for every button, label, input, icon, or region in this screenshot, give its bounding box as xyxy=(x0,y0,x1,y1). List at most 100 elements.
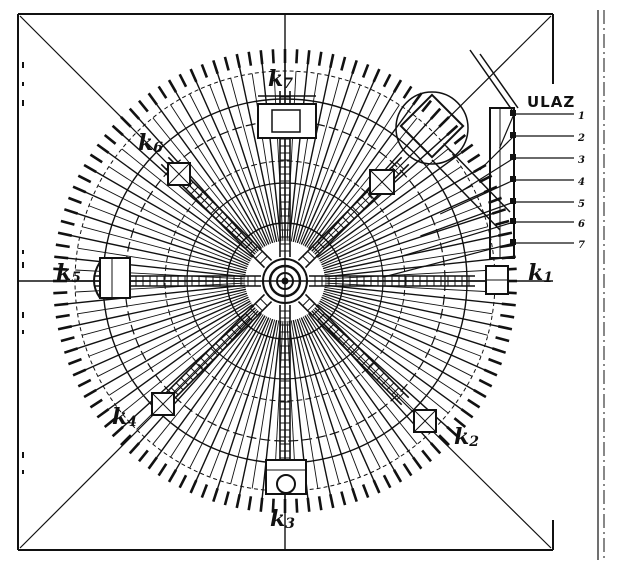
spoke-line xyxy=(67,209,248,270)
spoke-line xyxy=(307,96,420,250)
arm-rail xyxy=(297,300,403,406)
centre-hub xyxy=(262,258,308,304)
arm-tie xyxy=(322,236,330,244)
arm-tie xyxy=(332,328,340,336)
arm-rail xyxy=(304,293,410,399)
track-number: 7 xyxy=(578,240,585,251)
spoke-tick xyxy=(412,456,423,470)
track-block xyxy=(510,198,516,204)
spoke-tick xyxy=(429,107,442,120)
spoke-tick xyxy=(178,73,188,88)
spoke-tick xyxy=(382,474,392,489)
arm-tie xyxy=(356,201,365,210)
spoke-line xyxy=(58,284,246,306)
spoke-tick xyxy=(60,219,75,226)
track-block xyxy=(510,154,516,160)
spoke-line xyxy=(100,303,254,416)
arm-tie xyxy=(351,206,360,215)
entry-structure xyxy=(395,49,519,259)
track-diagonal xyxy=(499,113,515,149)
spoke-tick xyxy=(460,408,474,419)
spoke-line xyxy=(67,292,248,353)
spoke-tick xyxy=(96,408,110,419)
spoke-tick xyxy=(167,469,178,483)
spoke-tick xyxy=(329,493,335,509)
spoke-line xyxy=(213,318,274,499)
spoke-tick xyxy=(147,456,158,470)
spoke-tick xyxy=(271,498,275,513)
spoke-tick xyxy=(55,313,70,319)
arm-tie xyxy=(259,255,268,264)
spoke-tick xyxy=(189,479,198,494)
spoke-line xyxy=(321,296,494,375)
entry-track-numbers: 1 2 3 4 5 6 7 xyxy=(577,111,585,251)
arm-tie xyxy=(341,337,350,346)
spoke-tick xyxy=(103,417,117,429)
spoke-tick xyxy=(488,357,503,366)
arm-tie xyxy=(230,226,238,234)
spoke-line xyxy=(304,315,400,479)
spoke-tick xyxy=(329,53,335,69)
arm-tie xyxy=(220,337,229,346)
spoke-line xyxy=(323,288,509,330)
spoke-tick xyxy=(235,493,241,509)
spoke-tick xyxy=(392,469,403,483)
arm-tie xyxy=(235,231,243,239)
spoke-tick xyxy=(111,425,124,438)
spoke-tick xyxy=(491,347,507,354)
arm-tie xyxy=(254,250,263,259)
spoke-line xyxy=(150,312,263,466)
track-block xyxy=(510,239,516,245)
arm-tie xyxy=(190,186,199,195)
spoke-tick xyxy=(120,434,132,446)
kiln-box-k4 xyxy=(151,392,175,416)
spoke-line xyxy=(324,256,512,278)
spoke-tick xyxy=(67,196,82,205)
kiln-box-k8 xyxy=(369,169,395,195)
spoke-line xyxy=(324,284,512,306)
arm-tie xyxy=(396,161,405,170)
arm-tie xyxy=(205,201,214,210)
spoke-tick xyxy=(372,479,381,494)
arm-tie xyxy=(190,367,199,376)
spoke-tick xyxy=(83,163,97,174)
arm-tie xyxy=(302,298,311,307)
arm-tie xyxy=(259,298,268,307)
spoke-tick xyxy=(501,302,516,307)
spoke-tick xyxy=(103,133,117,145)
spoke-tick xyxy=(467,153,481,164)
track-diagonal xyxy=(439,179,515,215)
spoke-tick xyxy=(60,336,75,343)
kiln-label-k1: k1 xyxy=(528,260,553,286)
kiln-box-k2 xyxy=(413,409,437,433)
arm-tie xyxy=(351,347,360,356)
arm-tie xyxy=(185,372,194,381)
spoke-tick xyxy=(55,243,70,249)
arm-tie xyxy=(346,211,355,220)
spoke-tick xyxy=(128,107,141,120)
track-block xyxy=(510,110,516,116)
arm-tie xyxy=(195,362,204,371)
spoke-tick xyxy=(361,484,370,499)
arm-tie xyxy=(240,236,248,244)
spoke-tick xyxy=(421,449,433,463)
arm-tie xyxy=(327,323,335,331)
track-number: 1 xyxy=(578,111,585,122)
arm-tie xyxy=(225,332,234,341)
kiln-box-k7 xyxy=(257,95,317,139)
spoke-line xyxy=(319,300,483,396)
spoke-line xyxy=(292,57,334,243)
spoke-line xyxy=(213,63,274,244)
spoke-tick xyxy=(137,449,149,463)
arm-tie xyxy=(332,226,340,234)
spoke-tick xyxy=(259,497,264,512)
spoke-tick xyxy=(429,442,442,455)
spoke-tick xyxy=(72,368,87,377)
spoke-line xyxy=(236,319,278,505)
spoke-tick xyxy=(167,79,178,93)
spoke-tick xyxy=(438,116,450,128)
spoke-tick xyxy=(351,487,358,503)
arm-tie xyxy=(225,221,234,230)
spoke-tick xyxy=(497,231,513,237)
track-number: 5 xyxy=(578,199,585,210)
